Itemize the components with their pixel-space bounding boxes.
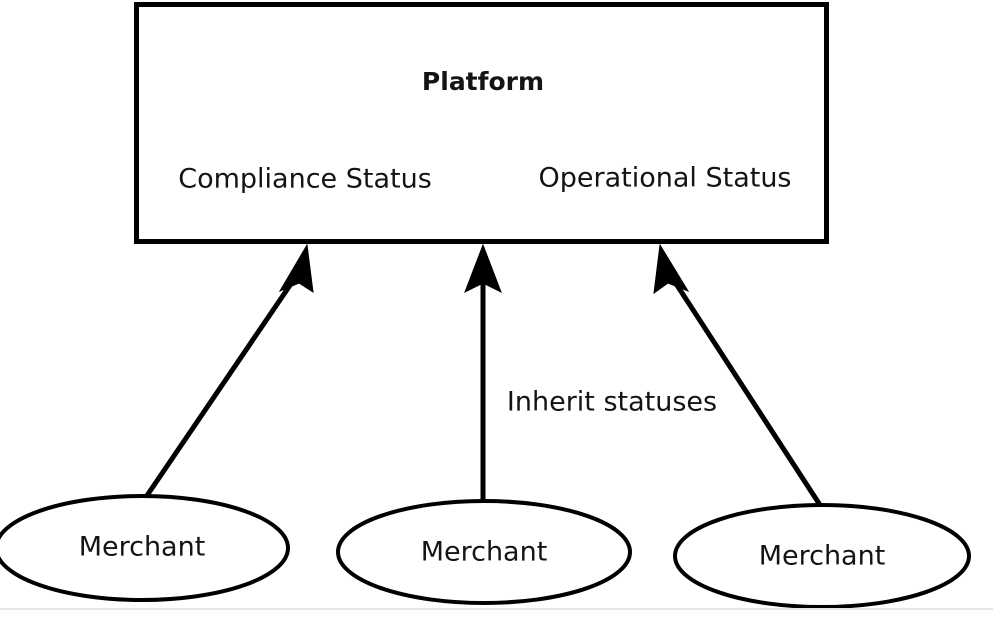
footer-background xyxy=(0,610,993,619)
edge-line-3 xyxy=(668,274,823,507)
merchant-node-1[interactable]: Merchant xyxy=(0,494,290,602)
merchant-label-1: Merchant xyxy=(79,532,206,563)
merchant-node-2[interactable]: Merchant xyxy=(336,499,632,605)
merchant-label-3: Merchant xyxy=(759,541,886,572)
edge-merchant-1-to-platform xyxy=(143,243,314,499)
merchant-ellipse-2[interactable] xyxy=(336,499,632,605)
merchant-label-2: Merchant xyxy=(421,537,548,568)
edge-label-inherit-statuses: Inherit statuses xyxy=(507,387,717,418)
footer-divider xyxy=(0,608,993,610)
arrow-head-icon-1 xyxy=(278,243,314,294)
merchant-node-3[interactable]: Merchant xyxy=(673,503,971,609)
edge-merchant-2-to-platform xyxy=(464,243,502,501)
edge-merchant-3-to-platform xyxy=(653,243,823,507)
platform-attribute-operational-status: Operational Status xyxy=(538,163,791,194)
arrow-head-icon-2 xyxy=(464,243,502,294)
platform-box[interactable] xyxy=(134,2,829,244)
merchant-ellipse-3[interactable] xyxy=(673,503,971,609)
edge-line-1 xyxy=(143,273,300,499)
arrow-head-icon-3 xyxy=(653,243,690,295)
platform-title: Platform xyxy=(422,67,544,96)
platform-attribute-compliance-status: Compliance Status xyxy=(178,164,432,195)
merchant-ellipse-1[interactable] xyxy=(0,494,290,602)
